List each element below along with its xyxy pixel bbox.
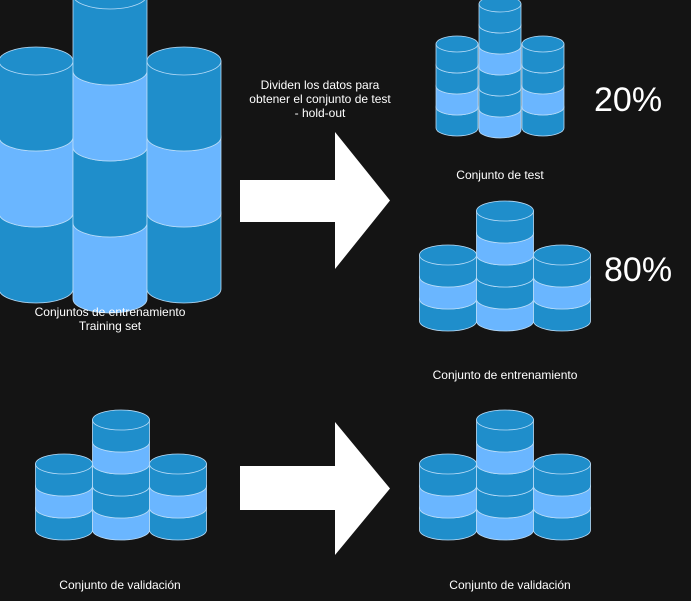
validation-right-cluster-right-column: [533, 453, 591, 541]
test-cluster: [435, 0, 565, 139]
test-percentage: 20%: [594, 81, 663, 119]
training-set-subtitle: Training set: [78, 319, 142, 333]
validation-right-label: Conjunto de validación: [449, 578, 571, 592]
training-sets-label: Conjuntos de entrenamiento Training set: [10, 305, 210, 333]
training-cluster-middle-column: [72, 0, 148, 314]
train-cluster: [419, 200, 591, 332]
split-line-3: - hold-out: [294, 106, 346, 120]
training-sets-title: Conjuntos de entrenamiento: [34, 305, 186, 319]
cylinder-stacks: [0, 0, 591, 541]
train-set-label: Conjunto de entrenamiento: [432, 368, 578, 382]
validation-left-cluster-right-column: [149, 453, 207, 541]
training-cluster-right-column: [146, 46, 222, 304]
validation-arrow: [240, 422, 390, 555]
validation-left-label: Conjunto de validación: [59, 578, 181, 592]
test-set-label: Conjunto de test: [456, 168, 544, 182]
training-cluster: [0, 0, 222, 314]
validation-left-cluster: [35, 409, 207, 541]
test-cluster-middle-column: [478, 0, 522, 139]
test-cluster-right-column: [521, 35, 565, 137]
training-cluster-left-column: [0, 46, 74, 304]
split-description: Dividen los datos para obtener el conjun…: [235, 78, 405, 120]
train-percentage: 80%: [604, 251, 673, 289]
test-cluster-left-column: [435, 35, 479, 137]
split-line-2: obtener el conjunto de test: [249, 92, 391, 106]
validation-left-cluster-left-column: [35, 453, 93, 541]
train-cluster-left-column: [419, 244, 477, 332]
validation-right-cluster-middle-column: [476, 409, 534, 541]
validation-right-cluster: [419, 409, 591, 541]
train-cluster-middle-column: [476, 200, 534, 332]
validation-right-cluster-left-column: [419, 453, 477, 541]
arrows: [240, 132, 390, 555]
split-line-1: Dividen los datos para: [260, 78, 380, 92]
train-cluster-right-column: [533, 244, 591, 332]
validation-left-cluster-middle-column: [92, 409, 150, 541]
split-arrow: [240, 132, 390, 269]
